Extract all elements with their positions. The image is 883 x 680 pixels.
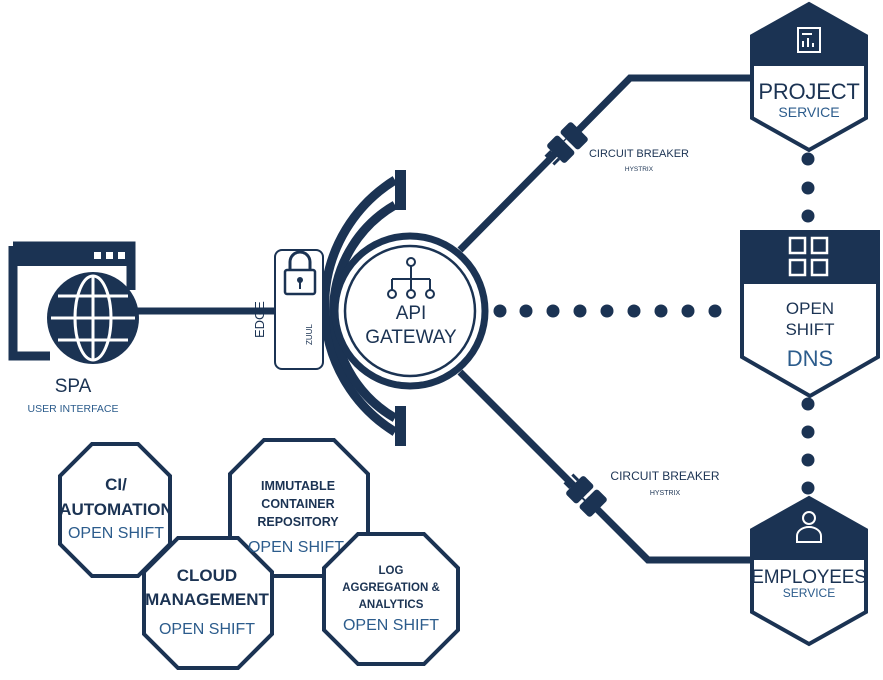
edge-sub-label: ZUUL <box>305 324 314 345</box>
gateway-project-line <box>457 74 755 253</box>
cloud-line1: CLOUD <box>177 566 237 585</box>
hierarchy-icon <box>387 257 435 299</box>
project-sub: SERVICE <box>778 104 839 120</box>
openshift-line1: OPEN <box>786 299 834 318</box>
gateway-employees-line <box>457 369 755 564</box>
openshift-line2: SHIFT <box>785 320 834 339</box>
edge-label: EDGE <box>252 301 267 338</box>
spa-node: SPA USER INTERFACE <box>8 241 139 415</box>
arc-cap-top <box>395 170 406 210</box>
connectors <box>130 74 755 564</box>
cloud-line2: MANAGEMENT <box>145 590 269 609</box>
ci-line1: CI/ <box>105 475 127 494</box>
api-gateway-node: API GATEWAY <box>331 232 489 390</box>
cloud-platform: OPEN SHIFT <box>159 621 255 638</box>
log-line1: LOG <box>379 565 404 577</box>
breaker-bottom-sub: HYSTRIX <box>650 490 681 497</box>
plug-icon <box>563 473 607 517</box>
ci-platform: OPEN SHIFT <box>68 525 164 542</box>
edge-node: EDGE ZUUL <box>252 249 324 370</box>
repo-line2: CONTAINER <box>261 497 334 511</box>
openshift-dns-node: OPEN SHIFT DNS <box>740 230 880 399</box>
employees-service-node: EMPLOYEES SERVICE <box>750 495 868 647</box>
spa-title: SPA <box>55 376 92 397</box>
gateway-line1: API <box>396 303 427 324</box>
log-platform: OPEN SHIFT <box>343 617 439 634</box>
gateway-line2: GATEWAY <box>365 327 457 348</box>
padlock-icon <box>283 250 317 296</box>
employees-sub: SERVICE <box>783 586 835 600</box>
plug-icon <box>544 122 588 166</box>
cloud-management-octagon: CLOUD MANAGEMENT OPEN SHIFT <box>142 536 274 670</box>
user-icon <box>796 511 822 543</box>
breaker-top-sub: HYSTRIX <box>625 166 654 173</box>
globe-icon <box>47 272 139 364</box>
dotted-connectors <box>493 152 815 495</box>
breaker-bottom: CIRCUIT BREAKER HYSTRIX <box>563 469 720 517</box>
project-service-node: PROJECT SERVICE <box>750 1 868 153</box>
log-line2: AGGREGATION & <box>342 582 440 594</box>
repo-platform: OPEN SHIFT <box>248 539 344 556</box>
breaker-top-label: CIRCUIT BREAKER <box>589 148 689 160</box>
report-icon <box>797 27 821 53</box>
repo-line1: IMMUTABLE <box>261 479 335 493</box>
grid-icon <box>788 236 829 277</box>
log-analytics-octagon: LOG AGGREGATION & ANALYTICS OPEN SHIFT <box>322 532 460 666</box>
ci-line2: AUTOMATION <box>59 500 173 519</box>
project-title: PROJECT <box>758 79 859 104</box>
breaker-bottom-label: CIRCUIT BREAKER <box>610 469 719 483</box>
arc-cap-bottom <box>395 406 406 446</box>
repo-line3: REPOSITORY <box>257 515 339 529</box>
openshift-line3: DNS <box>787 346 833 371</box>
ci-automation-octagon: CI/ AUTOMATION OPEN SHIFT <box>58 442 173 578</box>
employees-title: EMPLOYEES <box>751 567 866 588</box>
breaker-top: CIRCUIT BREAKER HYSTRIX <box>544 122 689 173</box>
log-line3: ANALYTICS <box>359 599 424 611</box>
spa-subtitle: USER INTERFACE <box>27 403 118 415</box>
